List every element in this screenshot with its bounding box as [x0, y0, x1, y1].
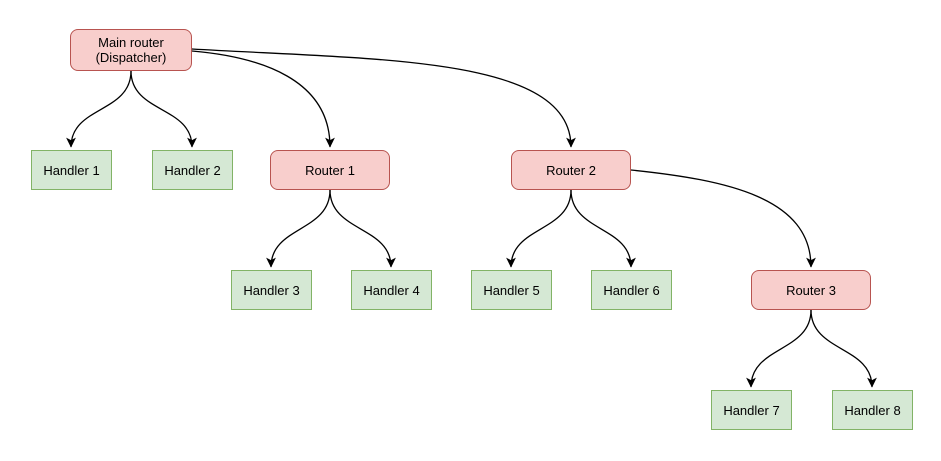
edge-router-2-to-handler-6	[570, 189, 636, 268]
edge-router-2-to-handler-5	[506, 189, 572, 268]
node-router-2: Router 2	[511, 150, 631, 190]
edge-router-2-to-router-3	[630, 169, 816, 268]
edge-router-1-to-handler-3	[266, 189, 331, 268]
edge-router-3-to-handler-7	[746, 309, 812, 388]
node-handler-7: Handler 7	[711, 390, 792, 430]
node-handler-8: Handler 8	[832, 390, 913, 430]
edge-router-1-to-handler-4	[329, 189, 396, 268]
node-handler-5: Handler 5	[471, 270, 552, 310]
edge-router-3-to-handler-8	[810, 309, 877, 388]
node-handler-6: Handler 6	[591, 270, 672, 310]
edge-main-to-handler-1	[66, 70, 132, 148]
node-main-router: Main router (Dispatcher)	[70, 29, 192, 71]
edge-main-to-handler-2	[130, 70, 197, 148]
edge-main-to-router-1	[191, 50, 335, 148]
node-handler-1: Handler 1	[31, 150, 112, 190]
node-handler-3: Handler 3	[231, 270, 312, 310]
node-handler-4: Handler 4	[351, 270, 432, 310]
node-handler-2: Handler 2	[152, 150, 233, 190]
node-router-3: Router 3	[751, 270, 871, 310]
edge-main-to-router-2	[191, 48, 576, 148]
node-router-1: Router 1	[270, 150, 390, 190]
